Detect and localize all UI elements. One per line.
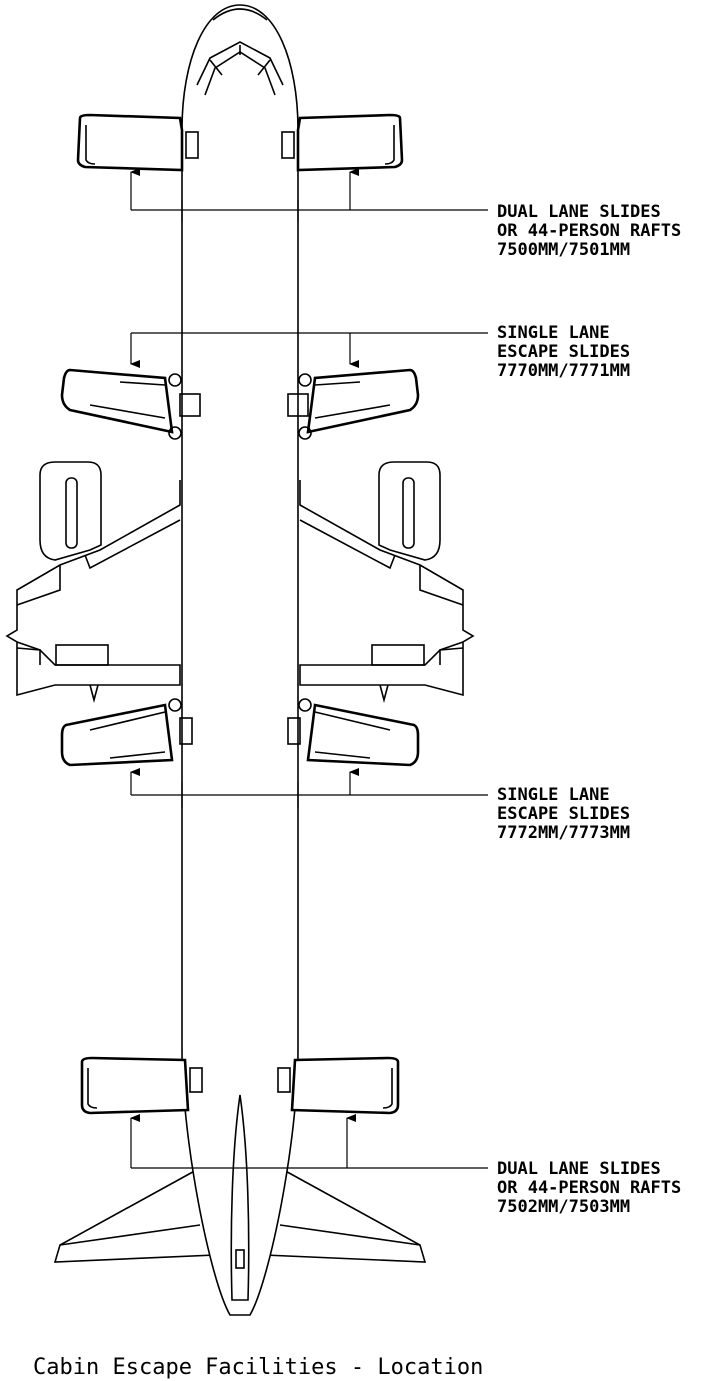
label-line: SINGLE LANE (497, 323, 610, 343)
label-line: ESCAPE SLIDES (497, 804, 630, 824)
label-line: 7500MM/7501MM (497, 240, 630, 260)
label-line: 7770MM/7771MM (497, 361, 630, 381)
figure-caption: Cabin Escape Facilities - Location (33, 1355, 483, 1380)
mid-aft-right-single-slide[interactable] (287, 698, 420, 767)
callout-aft-dual (130, 1114, 488, 1169)
mid-aft-left-single-slide[interactable] (60, 698, 193, 767)
mid-forward-left-single-slide[interactable] (60, 368, 201, 440)
aft-right-dual-slide[interactable] (277, 1056, 400, 1115)
label-line: OR 44-PERSON RAFTS (497, 221, 681, 241)
right-engine (378, 461, 441, 561)
label-line: ESCAPE SLIDES (497, 342, 630, 362)
label-aft-dual: DUAL LANE SLIDES OR 44-PERSON RAFTS 7502… (497, 1159, 681, 1217)
callout-mid-aft-single (130, 768, 488, 796)
left-stabilizer (53, 1166, 216, 1263)
aft-left-dual-slide[interactable] (80, 1056, 203, 1115)
label-line: OR 44-PERSON RAFTS (497, 1178, 681, 1198)
label-line: 7502MM/7503MM (497, 1197, 630, 1217)
left-engine (39, 461, 102, 561)
fuselage (181, 4, 299, 1316)
forward-right-dual-slide[interactable] (281, 113, 404, 172)
right-stabilizer (264, 1166, 427, 1263)
label-line: 7772MM/7773MM (497, 823, 630, 843)
forward-left-dual-slide[interactable] (76, 113, 199, 172)
label-line: DUAL LANE SLIDES (497, 1159, 661, 1179)
mid-forward-right-single-slide[interactable] (287, 368, 420, 440)
label-forward-dual: DUAL LANE SLIDES OR 44-PERSON RAFTS 7500… (497, 202, 681, 260)
label-mid-aft-single: SINGLE LANE ESCAPE SLIDES 7772MM/7773MM (497, 785, 630, 843)
callout-mid-forward-single (130, 332, 488, 368)
left-wing (5, 480, 181, 704)
label-line: DUAL LANE SLIDES (497, 202, 661, 222)
label-mid-forward-single: SINGLE LANE ESCAPE SLIDES 7770MM/7771MM (497, 323, 630, 381)
right-wing (299, 480, 475, 704)
label-line: SINGLE LANE (497, 785, 610, 805)
callout-forward-dual (130, 168, 488, 211)
